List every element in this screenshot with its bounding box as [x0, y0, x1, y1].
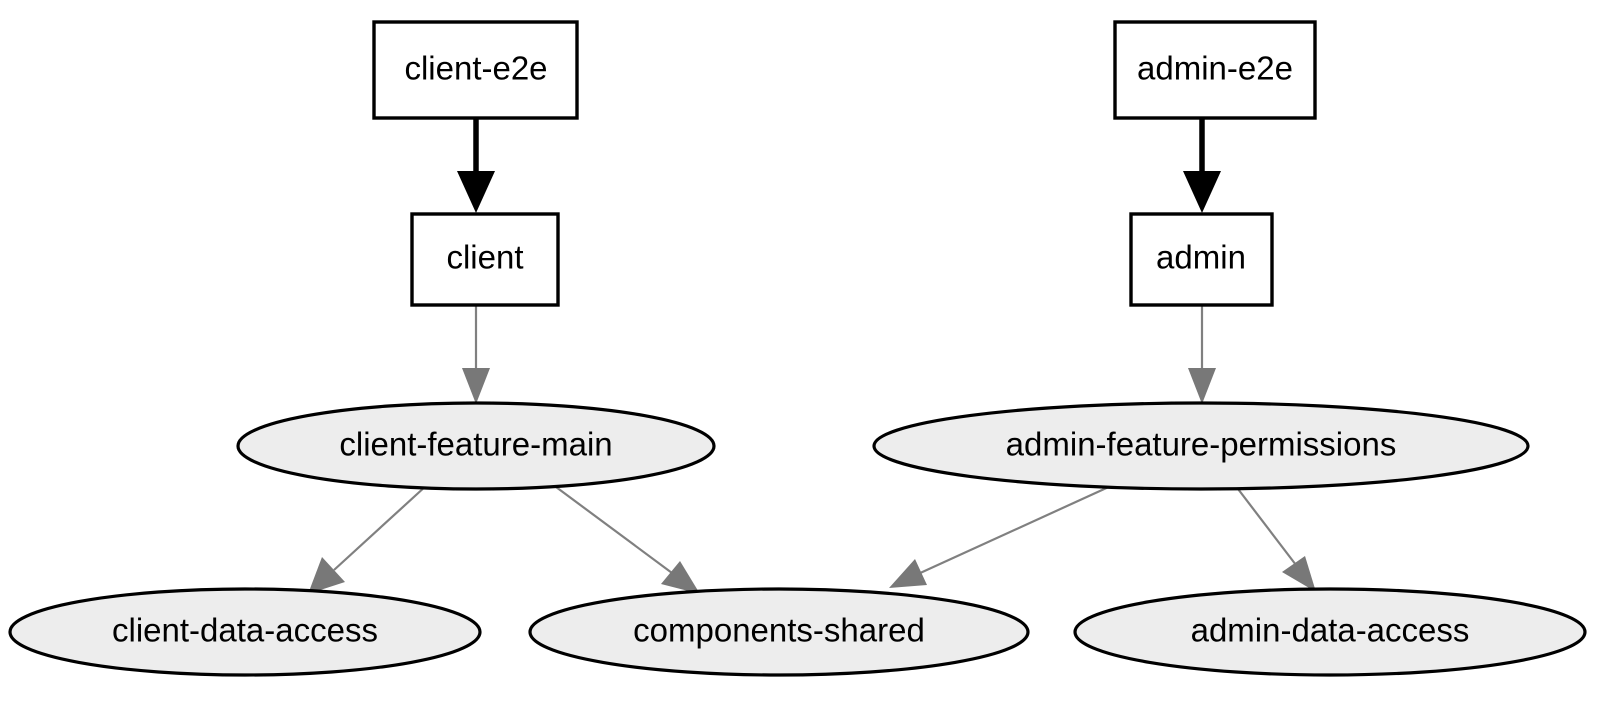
- node-shape-rect: [1129, 212, 1274, 307]
- node-label-admin-data-access: admin-data-access: [1191, 612, 1470, 649]
- node-shape-rect: [410, 212, 560, 307]
- node-label-client: client: [446, 239, 523, 276]
- node-client-feature-main[interactable]: client-feature-main: [236, 401, 716, 491]
- arrowhead-icon: [457, 171, 495, 213]
- node-shape-rect: [1113, 20, 1317, 120]
- node-admin-feature-permissions[interactable]: admin-feature-permissions: [872, 401, 1530, 491]
- arrowhead-icon: [1188, 368, 1216, 404]
- node-shape-ellipse: [8, 587, 482, 677]
- arrowhead-icon: [308, 557, 345, 594]
- node-shape-rect: [372, 20, 579, 120]
- arrowhead-icon: [462, 368, 490, 404]
- edge-admin-to-admin-feature-permissions: [1188, 305, 1216, 404]
- node-label-client-data-access: client-data-access: [112, 612, 378, 649]
- node-client[interactable]: client: [410, 212, 560, 307]
- edge-line: [1234, 484, 1297, 566]
- node-admin-data-access[interactable]: admin-data-access: [1073, 587, 1587, 677]
- arrowhead-icon: [889, 559, 927, 588]
- node-shape-ellipse: [236, 401, 716, 491]
- node-admin[interactable]: admin: [1129, 212, 1274, 307]
- node-client-data-access[interactable]: client-data-access: [8, 587, 482, 677]
- edge-admin-feature-permissions-to-admin-data-access: [1234, 484, 1316, 592]
- edge-admin-feature-permissions-to-components-shared: [889, 483, 1114, 588]
- edge-line: [333, 484, 428, 571]
- node-shape-ellipse: [872, 401, 1530, 491]
- node-admin-e2e[interactable]: admin-e2e: [1113, 20, 1317, 120]
- edge-client-feature-main-to-client-data-access: [308, 484, 428, 594]
- arrowhead-icon: [1282, 556, 1316, 592]
- edge-client-e2e-to-client: [457, 118, 495, 213]
- edge-line: [917, 483, 1114, 576]
- edge-client-feature-main-to-components-shared: [551, 483, 700, 594]
- node-label-admin-feature-permissions: admin-feature-permissions: [1006, 426, 1397, 463]
- node-shape-ellipse: [528, 587, 1030, 677]
- node-label-admin: admin: [1156, 239, 1246, 276]
- node-label-components-shared: components-shared: [633, 612, 925, 649]
- node-shape-ellipse: [1073, 587, 1587, 677]
- edge-line: [551, 483, 673, 574]
- edge-admin-e2e-to-admin: [1183, 118, 1221, 213]
- node-components-shared[interactable]: components-shared: [528, 587, 1030, 677]
- arrowhead-icon: [1183, 171, 1221, 213]
- node-label-admin-e2e: admin-e2e: [1137, 50, 1293, 87]
- node-label-client-e2e: client-e2e: [404, 50, 547, 87]
- node-label-client-feature-main: client-feature-main: [339, 426, 612, 463]
- edge-client-to-client-feature-main: [462, 305, 490, 404]
- arrowhead-icon: [661, 561, 700, 594]
- node-client-e2e[interactable]: client-e2e: [372, 20, 579, 120]
